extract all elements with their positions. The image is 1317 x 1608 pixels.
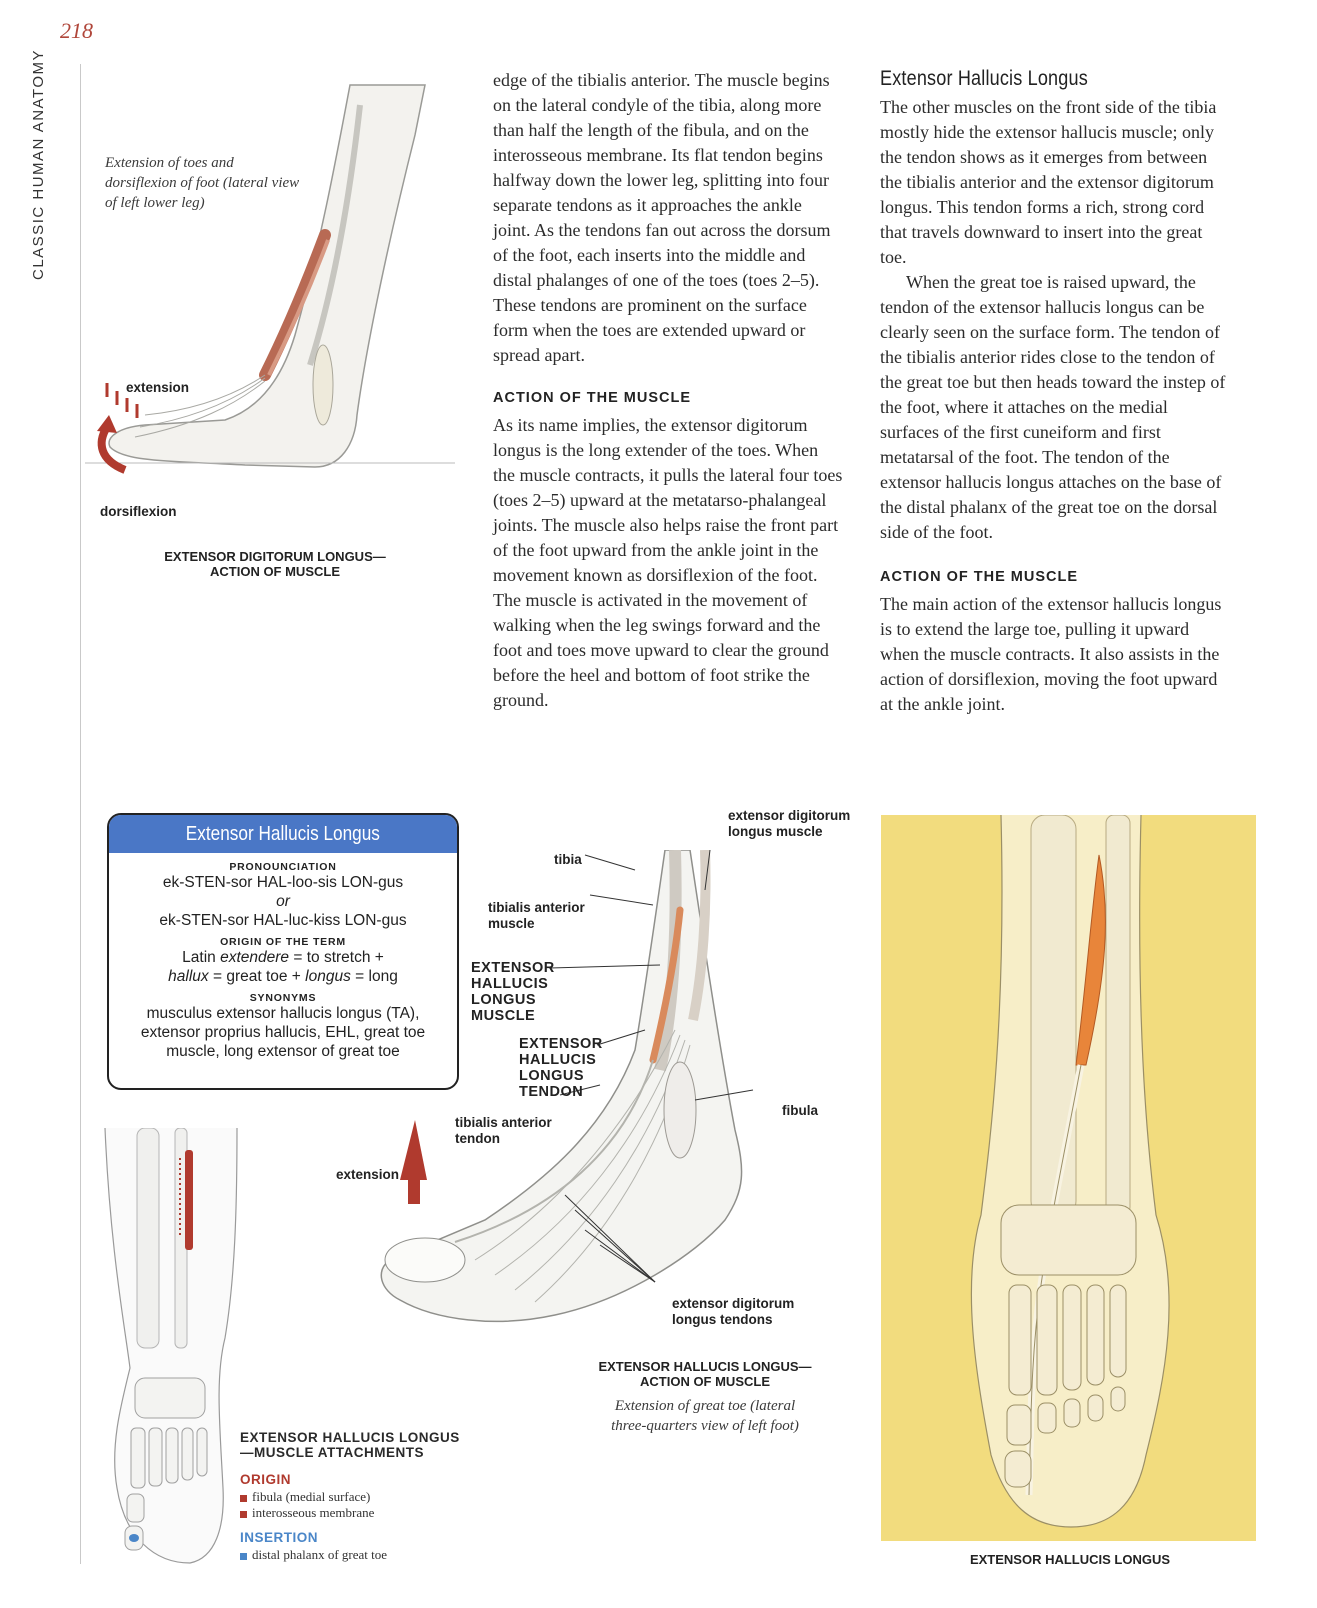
origin-term-longus: longus (305, 968, 351, 985)
right-para2: When the great toe is raised upward, the… (880, 272, 1226, 542)
label-fibula: fibula (782, 1103, 818, 1118)
origin-term-post: = to stretch + (289, 949, 384, 966)
right-heading: Extensor Hallucis Longus (880, 67, 1088, 90)
leg-lateral-illustration (85, 84, 455, 474)
figure2-caption-line2: ACTION OF MUSCLE (640, 1374, 770, 1389)
figure1-caption-line1: EXTENSOR DIGITORUM LONGUS— (164, 549, 386, 564)
origin-term-line2: hallux = great toe + longus = long (109, 967, 457, 986)
middle-column: edge of the tibialis anterior. The muscl… (493, 68, 843, 713)
label-extension-2: extension (336, 1167, 400, 1182)
page-number: 218 (60, 18, 93, 43)
insertion-item-text: distal phalanx of great toe (252, 1547, 388, 1562)
figure2-italic-caption: Extension of great toe (lateral three-qu… (611, 1398, 799, 1434)
label-edl-muscle: extensor digitorum longus muscle (728, 808, 851, 839)
origin-term-extendere: extendere (220, 949, 290, 966)
middle-para2: As its name implies, the extensor digito… (493, 415, 843, 710)
figure1-label-dorsiflexion: dorsiflexion (100, 504, 177, 519)
pronunciation-or: or (276, 893, 290, 910)
figure1-label-extension: extension (126, 380, 190, 395)
origin-term-line1: Latin extendere = to stretch + (109, 948, 457, 967)
label-ehl-tendon: EXTENSOR HALLUCIS LONGUS TENDON (519, 1036, 603, 1100)
origin-term-pre: Latin (182, 949, 221, 966)
foot-three-quarter-illustration (380, 850, 754, 1323)
insertion-label: INSERTION (240, 1530, 319, 1545)
running-head: CLASSIC HUMAN ANATOMY (30, 49, 47, 280)
insertion-item: distal phalanx of great toe (240, 1547, 387, 1563)
right-para1: The other muscles on the front side of t… (880, 97, 1217, 267)
info-box-title: Extensor Hallucis Longus (109, 815, 457, 853)
margin-rule (80, 64, 81, 1564)
figure3-caption-line1: EXTENSOR HALLUCIS LONGUS (240, 1430, 460, 1445)
insertion-swatch (240, 1552, 247, 1560)
origin-term-long: = long (350, 968, 398, 985)
origin-item-text: fibula (medial surface) (252, 1489, 371, 1504)
origin-swatch (240, 1510, 247, 1518)
figure4-caption: EXTENSOR HALLUCIS LONGUS (969, 1552, 1171, 1567)
right-column: Extensor Hallucis Longus The other muscl… (880, 66, 1230, 717)
middle-action-heading: ACTION OF THE MUSCLE (493, 390, 692, 406)
origin-term-mid: = great toe + (208, 968, 306, 985)
label-ta-tendon: tibialis anterior tendon (455, 1115, 552, 1146)
pronunciation-1: ek-STEN-sor HAL-loo-sis LON-gus (162, 874, 404, 891)
middle-para1: edge of the tibialis anterior. The muscl… (493, 70, 831, 365)
label-edl-tendons: extensor digitorum longus tendons (672, 1296, 795, 1327)
origin-item: interosseous membrane (240, 1505, 374, 1521)
info-box-title-text: Extensor Hallucis Longus (185, 823, 381, 845)
origin-item-text: interosseous membrane (252, 1505, 375, 1520)
pronunciation-2: ek-STEN-sor HAL-luc-kiss LON-gus (159, 912, 407, 929)
label-ehl-muscle: EXTENSOR HALLUCIS LONGUS MUSCLE (471, 960, 555, 1024)
label-tibia: tibia (554, 852, 582, 867)
figure2-caption-line1: EXTENSOR HALLUCIS LONGUS— (598, 1359, 812, 1374)
origin-label: ORIGIN (240, 1472, 292, 1487)
origin-term-label: ORIGIN OF THE TERM (220, 936, 346, 948)
right-para3: The main action of the extensor hallucis… (880, 594, 1222, 714)
anterior-foot-panel (881, 815, 1256, 1541)
origin-list: fibula (medial surface) interosseous mem… (240, 1489, 374, 1521)
origin-term-hallux: hallux (168, 968, 209, 985)
figure1-caption: EXTENSOR DIGITORUM LONGUS— ACTION OF MUS… (130, 549, 420, 579)
origin-item: fibula (medial surface) (240, 1489, 374, 1505)
figure2-caption: EXTENSOR HALLUCIS LONGUS— ACTION OF MUSC… (560, 1359, 850, 1389)
figure3-caption: EXTENSOR HALLUCIS LONGUS —MUSCLE ATTACHM… (240, 1430, 480, 1460)
right-action-heading: ACTION OF THE MUSCLE (880, 569, 1079, 585)
figure3-caption-line2: —MUSCLE ATTACHMENTS (240, 1445, 424, 1460)
figure1-italic-caption: Extension of toes and dorsiflexion of fo… (105, 155, 300, 211)
insertion-list: distal phalanx of great toe (240, 1547, 387, 1563)
label-ta-muscle: tibialis anterior muscle (488, 900, 585, 931)
figure1-caption-line2: ACTION OF MUSCLE (210, 564, 340, 579)
synonyms-label: SYNONYMS (249, 992, 317, 1004)
pronunciation-label: PRONOUNCIATION (229, 861, 337, 873)
origin-swatch (240, 1494, 247, 1502)
muscle-info-box: Extensor Hallucis Longus PRONOUNCIATION … (107, 813, 459, 1090)
skeleton-anterior-illustration (104, 1128, 238, 1564)
synonyms-text: musculus extensor hallucis longus (TA), … (140, 1005, 426, 1060)
